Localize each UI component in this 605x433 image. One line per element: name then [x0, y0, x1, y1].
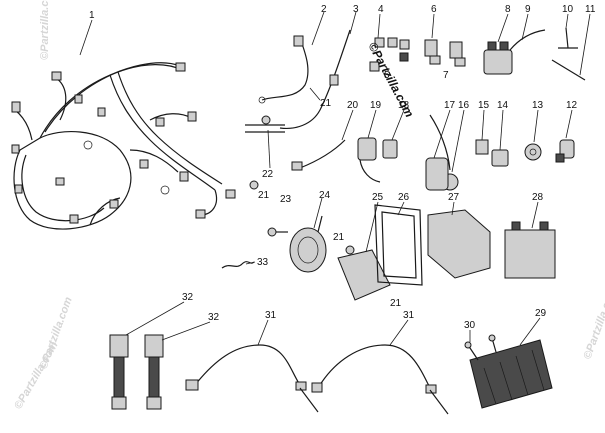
callout-19: 19: [370, 100, 382, 111]
callout-31-a: 31: [265, 310, 277, 321]
callout-32-b: 32: [208, 312, 220, 323]
part-33-spring: [221, 261, 255, 269]
part-26-tray: [374, 204, 423, 286]
part-31-sensor-left: [185, 344, 319, 413]
part-29-regulator: [469, 339, 553, 409]
callout-1: 1: [89, 10, 95, 21]
part-12-sensor: [555, 139, 575, 163]
callout-5: 5: [384, 70, 390, 81]
part-19-sensor: [357, 137, 381, 183]
callout-11: 11: [585, 4, 596, 15]
part-21-bolt-a: [249, 180, 259, 190]
callout-23: 23: [280, 194, 292, 205]
part-15-connector: [475, 139, 489, 155]
part-17-switch: [425, 157, 449, 191]
callout-7: 7: [443, 70, 449, 81]
part-31-sensor-right: [311, 344, 449, 415]
callout-21-d: 21: [390, 298, 402, 309]
part-22-bolts: [245, 115, 285, 133]
part-8-starter-relay: [483, 41, 513, 75]
part-18-relay: [382, 139, 398, 159]
part-14-relay: [491, 149, 509, 167]
part-32-coil-right: [144, 334, 164, 410]
callout-9: 9: [525, 4, 531, 15]
callout-2: 2: [321, 4, 327, 15]
part-11-rod: [551, 59, 586, 81]
part-32-coil-left: [109, 334, 129, 410]
callout-8: 8: [505, 4, 511, 15]
leader-lines: [79, 11, 591, 346]
watermark-faint-top-left: ©Partzilla.com: [39, 0, 51, 60]
callout-6: 6: [431, 4, 437, 15]
callout-28: 28: [532, 192, 544, 203]
part-2-cable: [258, 35, 309, 104]
callout-26: 26: [398, 192, 410, 203]
watermark-faint-bottom-left: ©Partzilla.com: [12, 340, 60, 412]
callout-25: 25: [372, 192, 384, 203]
part-13-sensor: [524, 143, 542, 161]
callout-3: 3: [353, 4, 359, 15]
callout-21-b: 21: [258, 190, 270, 201]
callout-17: 17: [444, 100, 456, 111]
part-27-ecu: [427, 209, 491, 279]
part-4-relays: [369, 37, 410, 72]
callout-18: 18: [398, 100, 410, 111]
part-25-bracket: [337, 245, 391, 301]
callout-12: 12: [566, 100, 578, 111]
callout-24: 24: [319, 190, 331, 201]
part-24-horn: [289, 215, 327, 273]
part-9-hose: [509, 29, 546, 51]
part-20-cable: [291, 139, 346, 171]
callout-16: 16: [458, 100, 470, 111]
callout-15: 15: [478, 100, 490, 111]
callout-21-c: 21: [333, 232, 345, 243]
part-30-bolts: [464, 334, 497, 361]
part-10-rod: [558, 27, 578, 49]
callout-labels: 1 2 3 4 5 6 7 8 9 10 11 12 13 14 15 16 1…: [89, 4, 596, 331]
callout-33: 33: [257, 257, 269, 268]
callout-27: 27: [448, 192, 460, 203]
callout-32-a: 32: [182, 292, 194, 303]
callout-21-a: 21: [320, 98, 332, 109]
part-6-relays: [424, 39, 466, 67]
part-3-cable: [279, 29, 351, 130]
callout-13: 13: [532, 100, 544, 111]
watermark-faint-right: ©Partzilla.com: [582, 285, 605, 361]
callout-20: 20: [347, 100, 359, 111]
wire-harness: [11, 62, 236, 230]
callout-10: 10: [562, 4, 574, 15]
callout-22: 22: [262, 169, 274, 180]
part-28-battery: [504, 221, 556, 279]
callout-14: 14: [497, 100, 509, 111]
callout-29: 29: [535, 308, 547, 319]
part-23-bolt: [267, 227, 288, 237]
callout-30: 30: [464, 320, 476, 331]
callout-4: 4: [378, 4, 384, 15]
callout-31-b: 31: [403, 310, 415, 321]
